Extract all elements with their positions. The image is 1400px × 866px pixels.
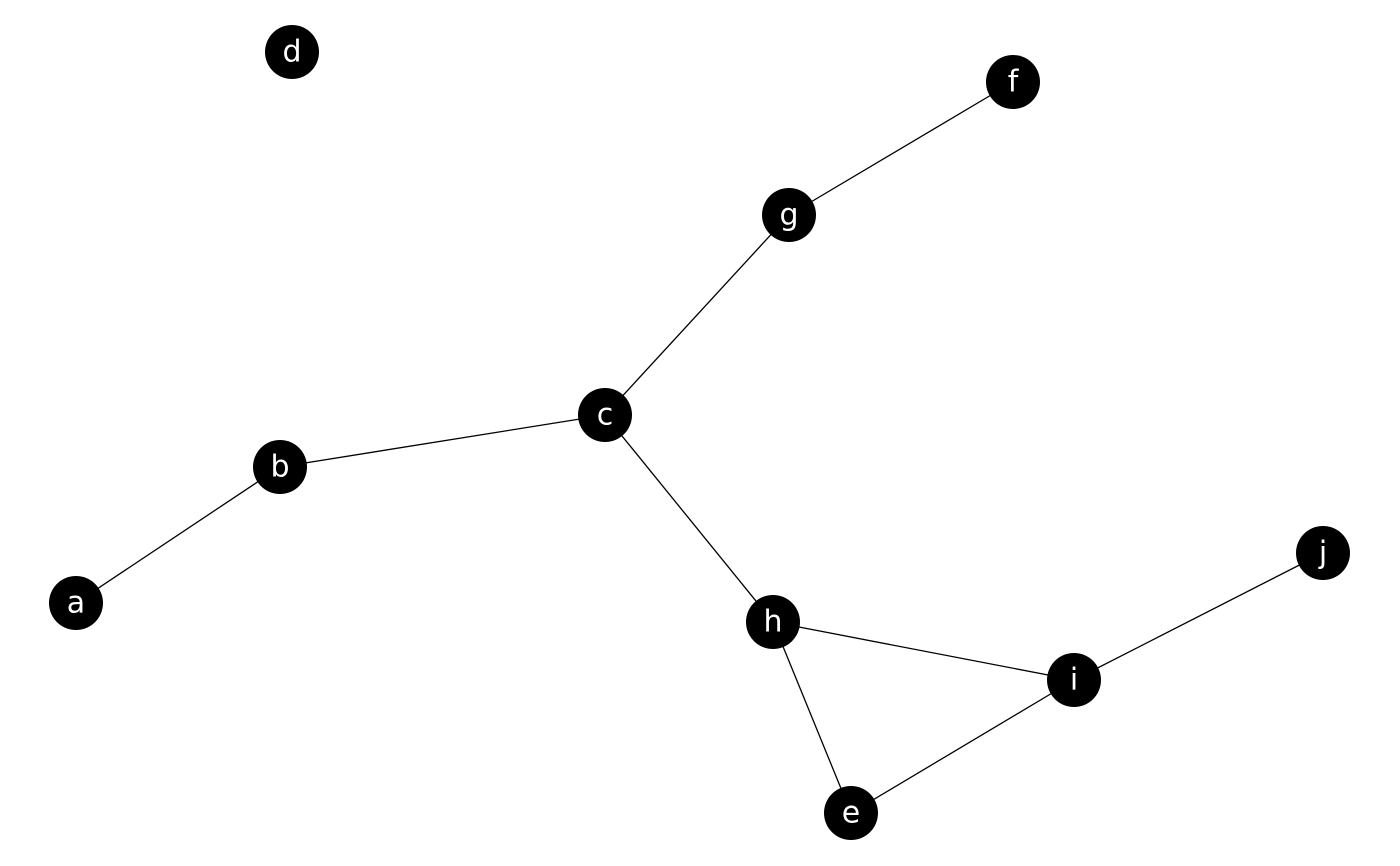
node-circle <box>1047 653 1101 707</box>
node-circle <box>253 440 307 494</box>
node-circle <box>746 595 800 649</box>
node-label: j <box>1318 536 1327 571</box>
node-f: f <box>986 55 1040 109</box>
node-label: g <box>779 198 798 233</box>
node-b: b <box>253 440 307 494</box>
node-circle <box>49 576 103 630</box>
node-circle <box>762 188 816 242</box>
edge-c-h <box>604 414 774 623</box>
node-circle <box>986 55 1040 109</box>
node-j: j <box>1296 526 1350 580</box>
node-label: e <box>842 796 860 831</box>
node-d: d <box>265 25 319 79</box>
node-label: b <box>270 450 289 485</box>
node-circle <box>1296 526 1350 580</box>
nodes-layer: a b c d e f g h i j <box>49 25 1350 840</box>
edge-c-g <box>604 214 790 416</box>
node-label: a <box>67 586 85 621</box>
node-circle <box>578 388 632 442</box>
node-c: c <box>578 388 632 442</box>
node-circle <box>265 25 319 79</box>
node-label: h <box>763 605 782 640</box>
edge-g-f <box>788 81 1014 216</box>
edge-i-j <box>1073 552 1324 681</box>
node-e: e <box>824 786 878 840</box>
node-label: c <box>597 398 614 433</box>
node-g: g <box>762 188 816 242</box>
node-a: a <box>49 576 103 630</box>
node-circle <box>824 786 878 840</box>
edge-h-i <box>772 621 1075 681</box>
edge-e-i <box>850 679 1075 814</box>
node-i: i <box>1047 653 1101 707</box>
edges-layer <box>75 81 1324 814</box>
edge-b-c <box>279 414 606 468</box>
node-label: i <box>1070 663 1078 698</box>
node-label: f <box>1008 65 1020 100</box>
node-h: h <box>746 595 800 649</box>
node-label: d <box>282 35 301 70</box>
edge-a-b <box>75 466 281 604</box>
edge-h-e <box>772 621 852 814</box>
